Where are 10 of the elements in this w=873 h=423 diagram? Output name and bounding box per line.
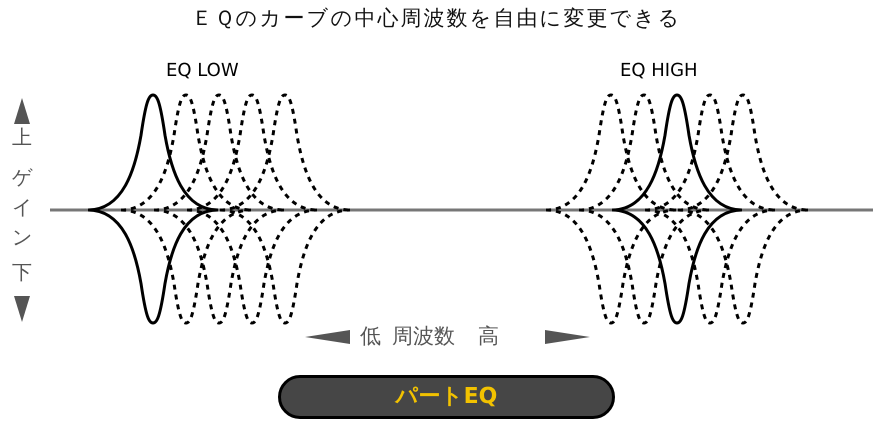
axis-label: 下 bbox=[12, 262, 32, 282]
eq-label: EQ LOW bbox=[166, 62, 239, 80]
axis-label: 上 bbox=[12, 127, 32, 147]
title: ＥＱのカーブの中心周波数を自由に変更できる bbox=[190, 8, 682, 29]
axis-label: 周波数 bbox=[392, 326, 455, 347]
eq-label: EQ HIGH bbox=[620, 62, 698, 80]
pill-button: パートEQ bbox=[278, 375, 615, 419]
axis-label: 高 bbox=[478, 326, 499, 347]
axis-label: 低 bbox=[360, 326, 381, 347]
axis-label: ゲイン bbox=[12, 164, 33, 251]
